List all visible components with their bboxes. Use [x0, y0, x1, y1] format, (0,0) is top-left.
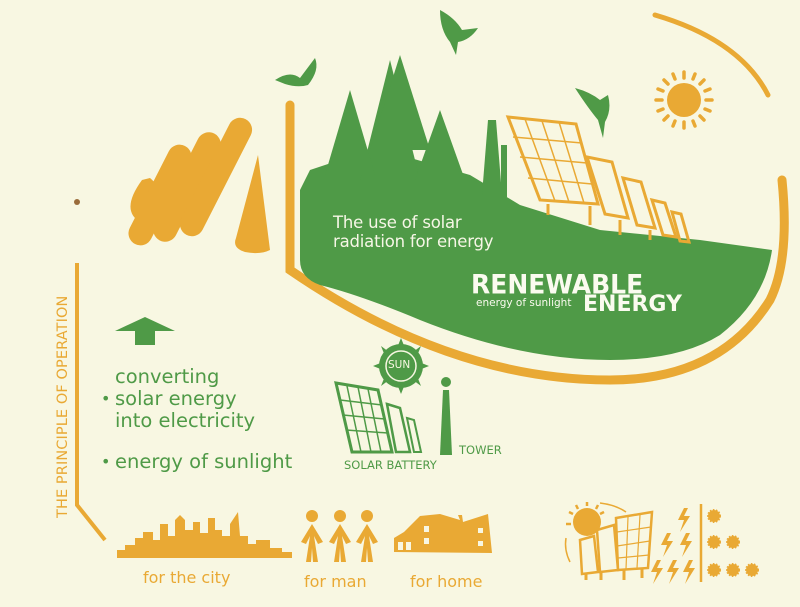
oil-tower-icon: [482, 120, 507, 197]
use-label-city: for the city: [143, 568, 231, 587]
hero-description-line1: The use of solar: [333, 213, 462, 232]
lightbulb-base-icon: [128, 117, 270, 254]
up-arrow-icon: [115, 317, 175, 345]
bullet-dot: •: [101, 452, 111, 471]
principle-item-1-line3: into electricity: [115, 409, 256, 432]
headline-renewable: RENEWABLE: [471, 269, 644, 300]
city-skyline-icon: [117, 512, 292, 558]
headline-energy: ENERGY: [583, 292, 682, 317]
use-label-home: for home: [410, 572, 483, 591]
principle-item-2: • energy of sunlight: [101, 450, 293, 473]
principle-item-1: • converting solar energy into electrici…: [101, 365, 256, 432]
headline-tagline: energy of sunlight: [476, 297, 572, 309]
hero-description: The use of solar radiation for energy: [333, 213, 494, 251]
bullet-dot: •: [101, 389, 111, 408]
trees-icon: [325, 55, 465, 195]
sun-badge-icon: [373, 338, 429, 394]
hero-description-line2: radiation for energy: [333, 232, 494, 251]
sun-icon: [654, 70, 714, 130]
principle-item-2-line1: energy of sunlight: [115, 450, 293, 473]
green-landscape: [300, 155, 772, 360]
principle-divider-line: [75, 263, 107, 542]
bulb-outline-top-arc: [652, 12, 771, 98]
people-icon: [301, 510, 378, 562]
sun-label: SUN: [388, 359, 411, 371]
dot: [74, 199, 80, 205]
solar-panel-grid: [512, 118, 593, 204]
house-icon: [394, 514, 492, 553]
use-label-man: for man: [304, 572, 367, 591]
tower-label: TOWER: [459, 443, 502, 457]
principle-title: THE PRINCIPLE OF OPERATION: [55, 295, 71, 518]
bulb-outline-right-arc: [285, 100, 789, 385]
principle-item-1-line2: solar energy: [115, 387, 237, 410]
birds-icon: [275, 10, 610, 138]
solar-battery-label: SOLAR BATTERY: [344, 458, 437, 472]
solar-panels-icon: [505, 115, 692, 244]
principle-item-1-line1: converting: [115, 365, 220, 388]
solar-battery-icon: [334, 381, 423, 454]
tower-icon: [440, 377, 452, 455]
lightning-icon: [651, 508, 695, 584]
solar-cycle-icon: [564, 502, 654, 580]
sun-rating-icon: [707, 509, 759, 577]
